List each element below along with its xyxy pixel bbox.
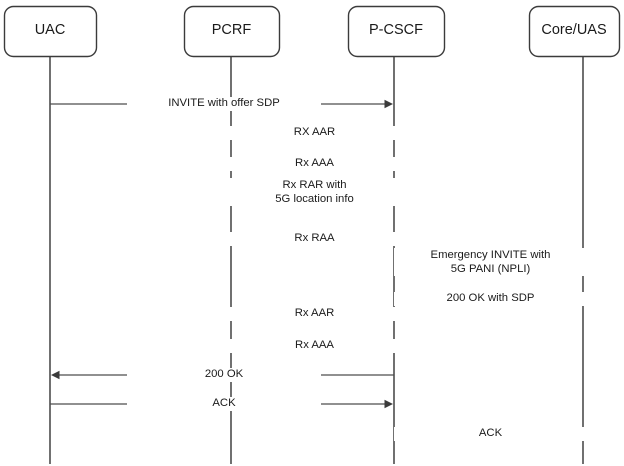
actor-box-pcrf[interactable] [183,5,281,58]
message-label-m5: Rx RAA [217,232,412,246]
message-arrowhead-m10 [51,370,60,380]
message-label-m12: ACK [393,427,588,441]
message-label-m11: ACK [127,397,321,411]
message-arrowhead-m1 [384,99,393,109]
message-arrowhead-m11 [384,399,393,409]
message-label-m1: INVITE with offer SDP [127,97,321,111]
message-label-m2: RX AAR [217,126,412,140]
message-label-m7: 200 OK with SDP [393,292,588,306]
actor-box-core[interactable] [528,5,621,58]
message-label-m3: Rx AAA [217,157,412,171]
message-label-m8: Rx AAR [217,307,412,321]
message-label-m10: 200 OK [127,368,321,382]
actor-boxes-group [3,5,621,58]
actor-box-pcscf[interactable] [347,5,446,58]
message-label-m9: Rx AAA [217,339,412,353]
actor-box-uac[interactable] [3,5,98,58]
